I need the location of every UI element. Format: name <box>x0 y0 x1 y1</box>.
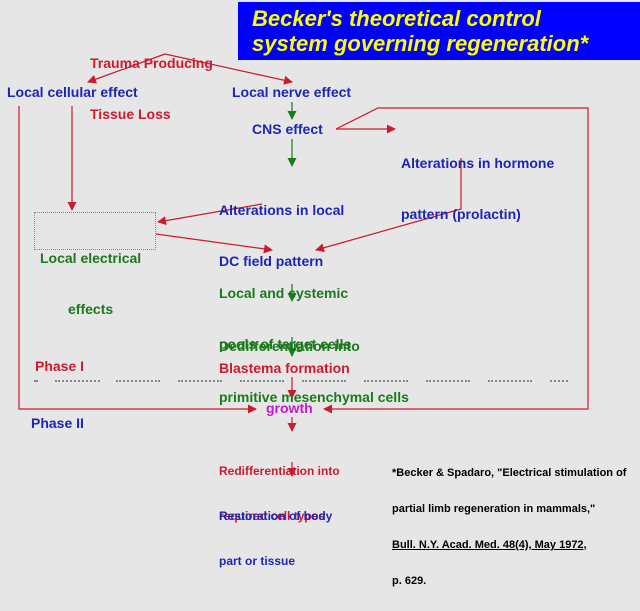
node-trauma-line-1: Trauma Producing <box>90 55 213 71</box>
phase-2-label: Phase II <box>31 415 84 431</box>
phase-divider <box>550 380 568 382</box>
title-banner: Becker's theoretical control system gove… <box>238 2 640 60</box>
regeneration-diagram: Becker's theoretical control system gove… <box>7 2 640 587</box>
citation-line-2: partial limb regeneration in mammals," <box>392 503 596 515</box>
citation-line-3: Bull. N.Y. Acad. Med. 48(4), May 1972, <box>392 539 587 551</box>
arrow-trauma-to-cellular <box>87 53 166 84</box>
node-dc-field-line-1: Alterations in local <box>219 202 345 218</box>
node-trauma-line-2: Tissue Loss <box>90 106 171 122</box>
arrow-dc-to-electrical <box>157 203 263 226</box>
citation-line-1: *Becker & Spadaro, "Electrical stimulati… <box>392 467 627 479</box>
node-hormone-line-2: pattern (prolactin) <box>401 206 521 222</box>
phase-divider <box>302 380 346 382</box>
node-dedifferentiation-line-2: primitive mesenchymal cells <box>219 389 409 405</box>
phase-divider <box>240 380 284 382</box>
node-trauma: Trauma Producing Tissue Loss <box>90 21 213 157</box>
loop-cns-to-growth <box>323 107 589 414</box>
node-cns: CNS effect <box>252 121 323 137</box>
node-restoration-line-2: part or tissue <box>219 554 296 568</box>
node-local-nerve: Local nerve effect <box>232 84 352 100</box>
node-target-cells-line-1: Local and systemic <box>219 285 349 301</box>
loop-cellular-to-growth <box>18 106 257 414</box>
node-restoration-line-1: Restoration of body <box>219 509 333 523</box>
node-hormone: Alterations in hormone pattern (prolacti… <box>401 121 554 257</box>
node-restoration: Restoration of body part or tissue <box>219 479 332 599</box>
node-redifferentiation-line-1: Redifferentiation into <box>219 464 340 478</box>
node-local-cellular: Local cellular effect <box>7 84 138 100</box>
phase-divider <box>116 380 160 382</box>
citation: *Becker & Spadaro, "Electrical stimulati… <box>392 443 626 611</box>
phase-1-label: Phase I <box>35 358 85 374</box>
node-blastema: Blastema formation <box>219 360 350 376</box>
node-local-electrical: Local electrical effects <box>40 216 141 352</box>
node-target-cells-line-2: pools of target cells <box>219 336 352 352</box>
node-dedifferentiation: Dedifferentiation into primitive mesench… <box>219 304 409 440</box>
node-dc-field: Alterations in local DC field pattern <box>219 168 344 304</box>
phase-divider <box>178 380 222 382</box>
arrow-electrical-to-target <box>155 233 273 254</box>
arrow-trauma-to-nerve <box>164 53 293 85</box>
title-line-2: system governing regeneration* <box>252 31 589 56</box>
phase-divider <box>55 380 100 382</box>
phase-divider <box>426 380 470 382</box>
connector-layer <box>18 53 589 477</box>
node-dedifferentiation-line-1: Dedifferentiation into <box>219 338 360 354</box>
node-local-electrical-line-1: Local electrical <box>40 250 142 266</box>
phase-divider <box>488 380 532 382</box>
node-local-electrical-line-2: effects <box>68 301 114 317</box>
node-target-cells: Local and systemic pools of target cells <box>219 251 351 387</box>
arrow-hormone-to-target <box>315 158 462 253</box>
phase-divider <box>34 380 38 382</box>
title-line-1: Becker's theoretical control <box>252 6 541 31</box>
node-hormone-line-1: Alterations in hormone <box>401 155 555 171</box>
node-dc-field-line-2: DC field pattern <box>219 253 324 269</box>
node-growth: growth <box>266 400 313 416</box>
phase-divider <box>364 380 408 382</box>
local-electrical-box <box>34 212 156 250</box>
citation-line-4: p. 629. <box>392 575 427 587</box>
